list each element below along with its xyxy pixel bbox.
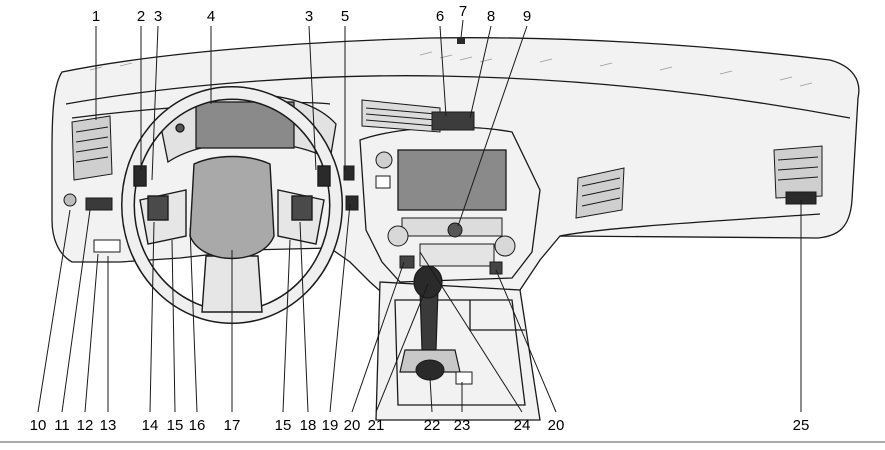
- callout-bottom-13: 21: [368, 417, 385, 434]
- leader-lines: [37, 19, 802, 413]
- drive-mode-knob: [415, 359, 445, 381]
- callout-bottom-15: 23: [454, 417, 471, 434]
- display-side-button: [375, 175, 391, 189]
- callout-top-8: 7: [459, 3, 467, 20]
- left-lower-switches: [63, 193, 121, 253]
- callout-bottom-8: 17: [224, 417, 241, 434]
- passenger-center-vent: [575, 167, 625, 219]
- callout-bottom-14: 22: [424, 417, 441, 434]
- left-air-vent: [71, 115, 113, 181]
- climate-controls: [387, 217, 516, 275]
- callout-top-1: 1: [92, 8, 100, 25]
- callout-bottom-2: 11: [54, 417, 70, 434]
- console-button: [455, 371, 473, 385]
- callout-bottom-1: 10: [30, 417, 47, 434]
- callout-top-9: 8: [487, 8, 495, 25]
- callout-bottom-7: 16: [189, 417, 206, 434]
- top-callouts: 1 2 3 4 3 5 6 7 8 9: [92, 3, 531, 25]
- callout-bottom-16: 24: [514, 417, 531, 434]
- callout-bottom-11: 19: [322, 417, 339, 434]
- callout-top-7: 6: [436, 8, 444, 25]
- callout-bottom-3: 12: [77, 417, 94, 434]
- infotainment-display: [397, 149, 507, 211]
- callout-bottom-6: 15: [167, 417, 184, 434]
- callout-bottom-12: 20: [344, 417, 361, 434]
- dash-texture: [89, 51, 813, 87]
- windshield-sensor: [457, 38, 465, 44]
- callout-top-10: 9: [523, 8, 531, 25]
- callout-top-4: 4: [207, 8, 215, 25]
- callout-top-5: 3: [305, 8, 313, 25]
- callout-bottom-18: 25: [793, 417, 810, 434]
- cluster-right-controls: [343, 165, 359, 211]
- callout-bottom-9: 15: [275, 417, 292, 434]
- callout-bottom-5: 14: [142, 417, 159, 434]
- callout-bottom-10: 18: [300, 417, 317, 434]
- callout-bottom-4: 13: [100, 417, 117, 434]
- instrument-cluster: [159, 93, 337, 164]
- callout-top-6: 5: [341, 8, 349, 25]
- center-vents: [361, 99, 475, 133]
- bottom-callouts: 10 11 12 13 14 15 16 17 15 18 19 20 21 2…: [30, 417, 810, 434]
- callout-top-2: 2: [137, 8, 145, 25]
- callout-bottom-17: 20: [548, 417, 565, 434]
- passenger-side-vent: [773, 145, 823, 205]
- steering-wheel: [121, 86, 343, 324]
- callout-top-3: 3: [154, 8, 162, 25]
- volume-knob: [375, 151, 393, 169]
